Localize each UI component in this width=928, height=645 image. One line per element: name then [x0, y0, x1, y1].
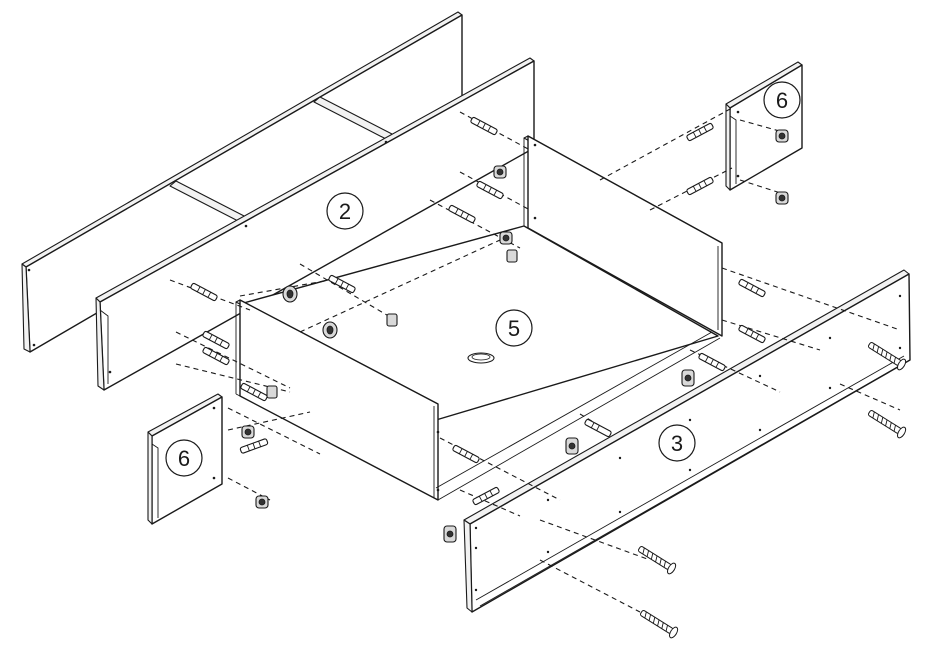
side-panel-right-number: 6 [776, 88, 788, 113]
inner-right-side-board [523, 135, 723, 337]
front-panel-holes [474, 294, 902, 592]
callout-front-panel: 3 [658, 424, 696, 462]
side-panel-left-number: 6 [178, 446, 190, 471]
callout-back-panel: 2 [326, 192, 364, 230]
bottom-panel-number: 5 [508, 316, 520, 341]
back-panel-number: 2 [339, 199, 351, 224]
back-panel [95, 57, 535, 391]
rear-long-panel [21, 11, 463, 353]
assembly-guide-lines [169, 107, 901, 613]
callout-side-panel-left: 6 [165, 439, 203, 477]
front-panel-number: 3 [671, 431, 683, 456]
callout-bottom-panel: 5 [495, 309, 533, 347]
wooden-dowels [190, 116, 766, 506]
callout-side-panel-right: 6 [763, 81, 801, 119]
screws [638, 342, 907, 639]
cam-locks [241, 129, 789, 543]
small-side-panel-right [725, 61, 803, 191]
